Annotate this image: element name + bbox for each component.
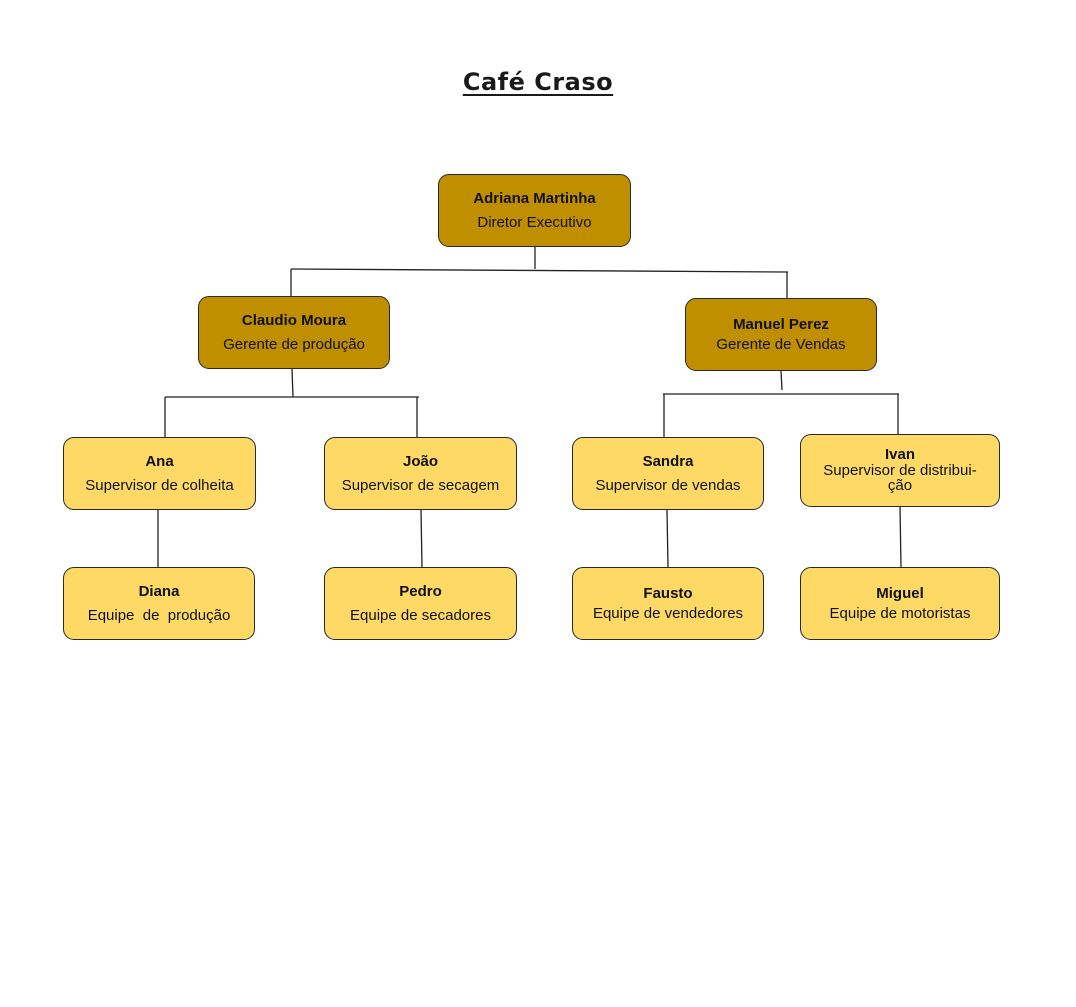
connector-ivan-miguel <box>899 506 902 568</box>
node-name: Pedro <box>399 583 442 600</box>
node-supervisor-joao: João Supervisor de secagem <box>324 437 517 510</box>
node-role: Equipe de vendedores <box>592 604 744 622</box>
node-role: Supervisor de secagem <box>341 476 500 494</box>
node-name: Fausto <box>643 585 693 602</box>
node-manager-claudio: Claudio Moura Gerente de produção <box>198 296 390 369</box>
node-team-miguel: Miguel Equipe de motoristas <box>800 567 1000 640</box>
node-team-fausto: Fausto Equipe de vendedores <box>572 567 764 640</box>
node-name: João <box>402 453 438 470</box>
connector-ceo-bar <box>290 268 789 273</box>
node-name: Manuel Perez <box>733 316 829 333</box>
node-role: Supervisor de colheita <box>85 476 234 494</box>
node-name: Ana <box>145 453 174 470</box>
node-team-pedro: Pedro Equipe de secadores <box>324 567 517 640</box>
node-role: Diretor Executivo <box>477 213 592 231</box>
connector-sandra-fausto <box>666 509 669 568</box>
node-role: Supervisor de vendas <box>595 476 741 494</box>
node-name: Adriana Martinha <box>473 190 596 207</box>
node-role: Gerente de produção <box>223 335 365 353</box>
chart-title: Café Craso <box>462 68 614 96</box>
connector-manuel-down <box>780 370 783 391</box>
node-manager-manuel: Manuel Perez Gerente de Vendas <box>685 298 877 371</box>
node-supervisor-sandra: Sandra Supervisor de vendas <box>572 437 764 510</box>
node-team-diana: Diana Equipe de produção <box>63 567 255 640</box>
node-ceo: Adriana Martinha Diretor Executivo <box>438 174 631 247</box>
node-name: Diana <box>138 583 180 600</box>
connector-joao-pedro <box>420 509 423 568</box>
connector-claudio-down <box>291 368 294 398</box>
node-name: Miguel <box>876 585 924 602</box>
node-name: Sandra <box>642 453 694 470</box>
node-role: Supervisor de distribui-ção <box>823 461 977 495</box>
node-name: Claudio Moura <box>241 312 347 329</box>
node-supervisor-ivan: Ivan Supervisor de distribui-ção <box>800 434 1000 507</box>
node-role: Gerente de Vendas <box>716 335 846 353</box>
node-name: Ivan <box>884 445 915 463</box>
node-role: Equipe de motoristas <box>829 604 971 622</box>
node-supervisor-ana: Ana Supervisor de colheita <box>63 437 256 510</box>
node-role: Equipe de produção <box>87 606 231 624</box>
node-role: Equipe de secadores <box>350 606 491 624</box>
